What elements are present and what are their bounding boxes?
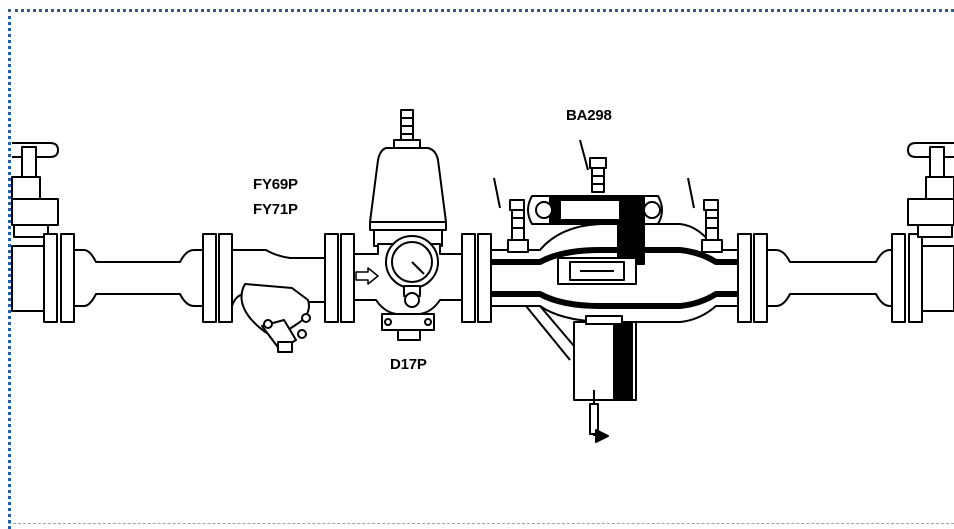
- right-gate-valve: [907, 142, 954, 238]
- dotted-frame-left: [8, 9, 11, 529]
- dotted-frame-top: [8, 9, 954, 12]
- dotted-frame-bottom: [8, 523, 954, 524]
- left-pipe-section: [11, 233, 233, 323]
- label-fy69p: FY69P: [253, 176, 298, 193]
- label-ba298: BA298: [566, 107, 612, 124]
- strainer-body: [231, 233, 355, 353]
- control-valve: [490, 139, 768, 443]
- left-gate-valve: [11, 142, 59, 238]
- label-fy71p: FY71P: [253, 201, 298, 218]
- pressure-reducing-valve: [353, 109, 492, 341]
- label-d17p: D17P: [390, 356, 427, 373]
- right-pipe-section: [766, 233, 954, 323]
